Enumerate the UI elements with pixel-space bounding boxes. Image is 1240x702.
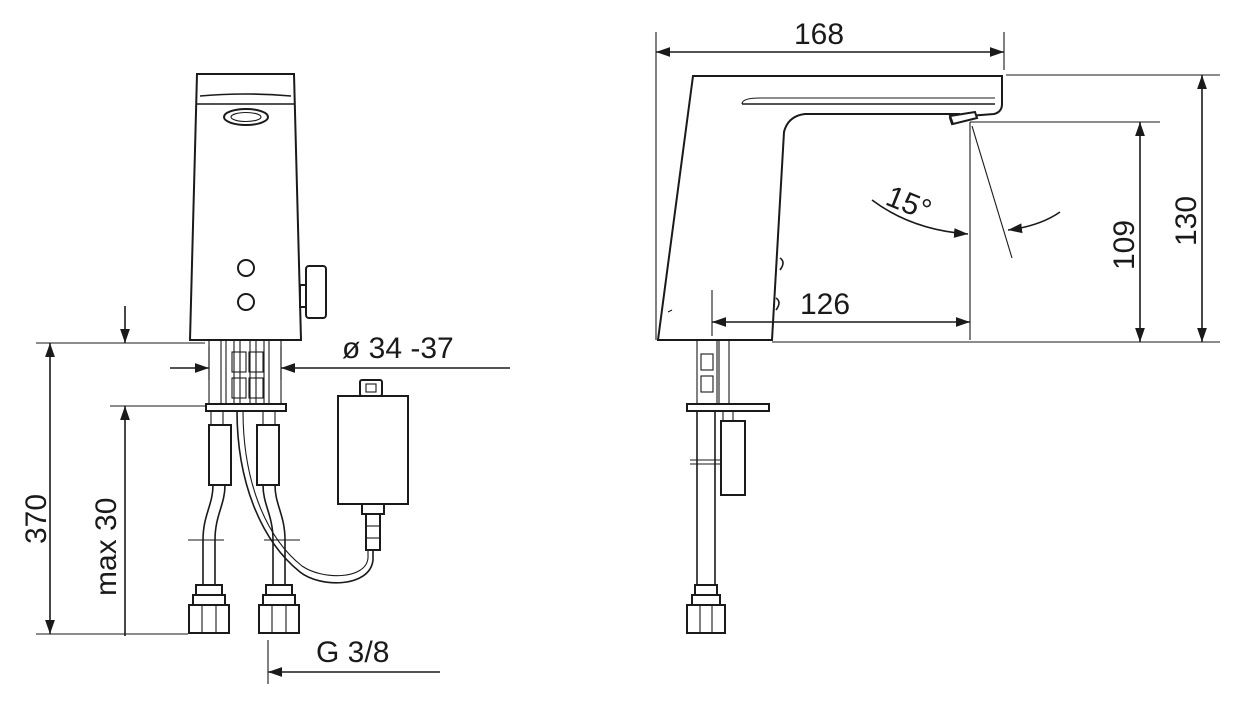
connection-thread-dimension: G 3/8 [267,636,440,684]
sensor-window [223,108,269,126]
front-view: ø 34 -37 max 30 370 G 3/8 [20,73,510,684]
installation-length-label: 370 [20,494,53,544]
front-faucet-body [188,73,327,341]
side-shank [686,339,770,634]
total-height-dimension: 130 [772,74,1220,343]
installation-length-dimension: 370 [20,342,188,635]
sensor-reach-dimension: 126 [711,122,971,340]
sensor-angle-dimension: 15° [871,125,1061,259]
mounting-plate [205,403,287,412]
front-nut-left [188,584,230,634]
deck-thickness-label: max 30 [90,498,123,596]
indicator-dot-lower [237,293,255,311]
front-hoses [188,410,374,585]
overall-length-label: 168 [794,18,844,51]
front-shank [208,339,282,409]
hole-diameter-dimension: ø 34 -37 [170,332,510,380]
spout-height-dimension: 109 [970,121,1160,342]
front-nut-right [258,584,300,634]
total-height-label: 130 [1170,196,1203,246]
hole-diameter-label: ø 34 -37 [342,332,454,365]
sensor-angle-label: 15° [881,180,935,228]
control-box [337,379,409,551]
sensor-reach-label: 126 [800,288,850,321]
temperature-lever [299,265,327,319]
indicator-dot-upper [237,259,255,277]
connection-thread-label: G 3/8 [316,636,389,669]
side-faucet-body [656,75,1003,341]
side-view: 168 130 109 126 15° [655,18,1220,634]
overall-length-dimension: 168 [655,18,1005,340]
deck-thickness-dimension: max 30 [90,306,205,636]
spout-height-label: 109 [1108,220,1141,270]
